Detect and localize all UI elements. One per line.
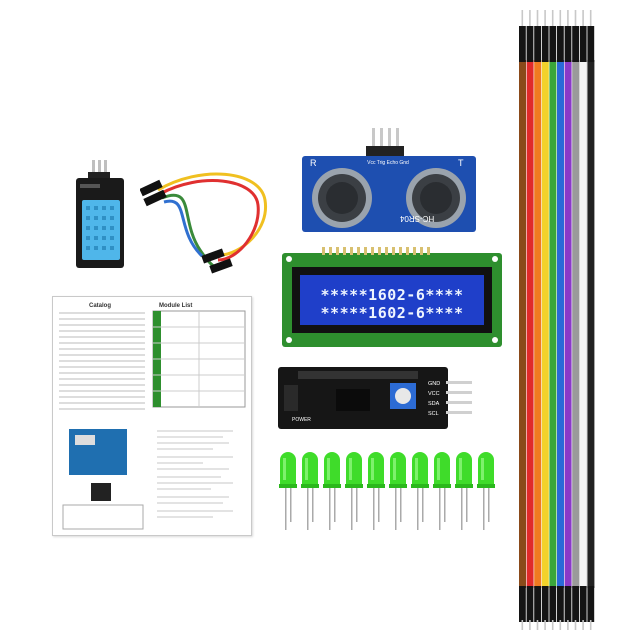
lcd-line-2: *****1602-6**** <box>320 304 464 322</box>
i2c-board-graphic <box>278 367 472 429</box>
green-led <box>433 452 451 530</box>
i2c-pin-sda: SDA <box>428 401 440 407</box>
lcd-line-1: *****1602-6**** <box>320 286 464 304</box>
i2c-power-label: POWER <box>292 417 311 423</box>
ultrasonic-right-mark: T <box>458 158 464 168</box>
lcd-1602-module: *****1602-6**** *****1602-6**** <box>282 247 502 347</box>
ribbon-wires <box>519 59 595 589</box>
green-led <box>389 452 407 530</box>
green-led-set <box>279 452 495 530</box>
jumper-wires <box>140 172 267 274</box>
ultrasonic-board-graphic <box>302 128 476 232</box>
green-led <box>411 452 429 530</box>
rainbow-ribbon-cable <box>519 10 595 630</box>
ultrasonic-left-mark: R <box>310 158 317 168</box>
ribbon-connectors <box>519 10 595 630</box>
manual-catalog-title: Catalog <box>89 303 112 309</box>
lcd-board-graphic <box>282 247 502 347</box>
instruction-manual-page: Catalog Module List <box>52 296 252 536</box>
ultrasonic-model-label: HC-SR04 <box>400 214 435 223</box>
green-led <box>477 452 495 530</box>
dht11-sensor-module <box>76 160 124 268</box>
manual-content-graphic <box>59 310 246 530</box>
green-led <box>279 452 297 530</box>
green-led <box>301 452 319 530</box>
ultrasonic-pin-labels: Vcc Trig Echo Gnd <box>367 160 409 166</box>
i2c-pin-scl: SCL <box>428 411 439 417</box>
i2c-adapter-module: GND VCC SDA SCL POWER <box>278 367 473 432</box>
green-led <box>367 452 385 530</box>
i2c-pin-vcc: VCC <box>428 391 440 397</box>
ultrasonic-sensor-module: R T Vcc Trig Echo Gnd HC-SR04 <box>300 128 478 234</box>
green-led <box>323 452 341 530</box>
green-led <box>455 452 473 530</box>
manual-module-list-title: Module List <box>159 303 193 309</box>
green-led <box>345 452 363 530</box>
i2c-pin-gnd: GND <box>428 381 441 387</box>
